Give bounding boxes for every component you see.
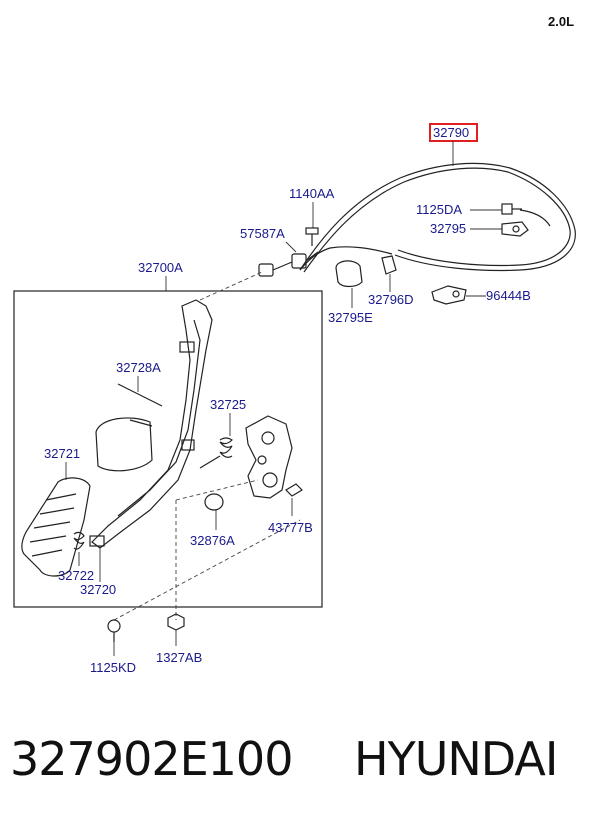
bolt-1125kd <box>107 619 121 642</box>
label-43777b[interactable]: 43777B <box>268 520 313 535</box>
label-32876a[interactable]: 32876A <box>190 533 235 548</box>
pedal-cover <box>95 417 153 472</box>
label-32725[interactable]: 32725 <box>210 397 246 412</box>
parts-diagram: 2.0L 32790 1140AA 1125DA 32795 57587A <box>13 14 576 675</box>
footer: 327902E100 HYUNDAI <box>0 728 600 818</box>
label-32795e[interactable]: 32795E <box>328 310 373 325</box>
bracket-32796d <box>381 255 397 275</box>
bracket-96444b <box>431 285 467 305</box>
bolt-1125da <box>501 203 522 215</box>
label-32721[interactable]: 32721 <box>44 446 80 461</box>
pedal-arm-32720 <box>89 299 213 549</box>
label-32795[interactable]: 32795 <box>430 221 466 236</box>
label-1125da[interactable]: 1125DA <box>416 202 462 217</box>
clip-32795 <box>501 221 529 237</box>
part-number: 327902E100 <box>10 732 293 786</box>
nut-57587a <box>258 261 293 277</box>
label-1327ab[interactable]: 1327AB <box>156 650 202 665</box>
label-32728a[interactable]: 32728A <box>116 360 161 375</box>
engine-label: 2.0L <box>548 14 574 29</box>
label-32720[interactable]: 32720 <box>80 582 116 597</box>
brand-name: HYUNDAI <box>354 732 558 786</box>
bolt-1140aa <box>305 227 319 246</box>
label-32722[interactable]: 32722 <box>58 568 94 583</box>
pedal-bracket <box>245 415 293 499</box>
label-1125kd[interactable]: 1125KD <box>90 660 136 675</box>
pedal-pad-32721 <box>21 477 91 577</box>
clip-43777b <box>285 483 303 497</box>
grommet-32795e <box>335 260 363 288</box>
accelerator-cable <box>299 162 576 273</box>
spring-32725 <box>199 437 233 469</box>
label-32796d[interactable]: 32796D <box>368 292 414 307</box>
label-96444b[interactable]: 96444B <box>486 288 531 303</box>
label-32700a[interactable]: 32700A <box>138 260 183 275</box>
label-1140aa[interactable]: 1140AA <box>289 186 335 201</box>
nut-1327ab <box>167 613 185 631</box>
cable-end-fitting <box>291 251 319 269</box>
cable-highlight-box <box>429 123 478 142</box>
label-57587a[interactable]: 57587A <box>240 226 285 241</box>
pedal-assembly-frame <box>13 290 323 608</box>
pin-32728a <box>117 383 163 407</box>
label-32790[interactable]: 32790 <box>433 125 469 140</box>
spring-32722 <box>73 531 85 550</box>
stopper-32876a <box>204 493 224 511</box>
